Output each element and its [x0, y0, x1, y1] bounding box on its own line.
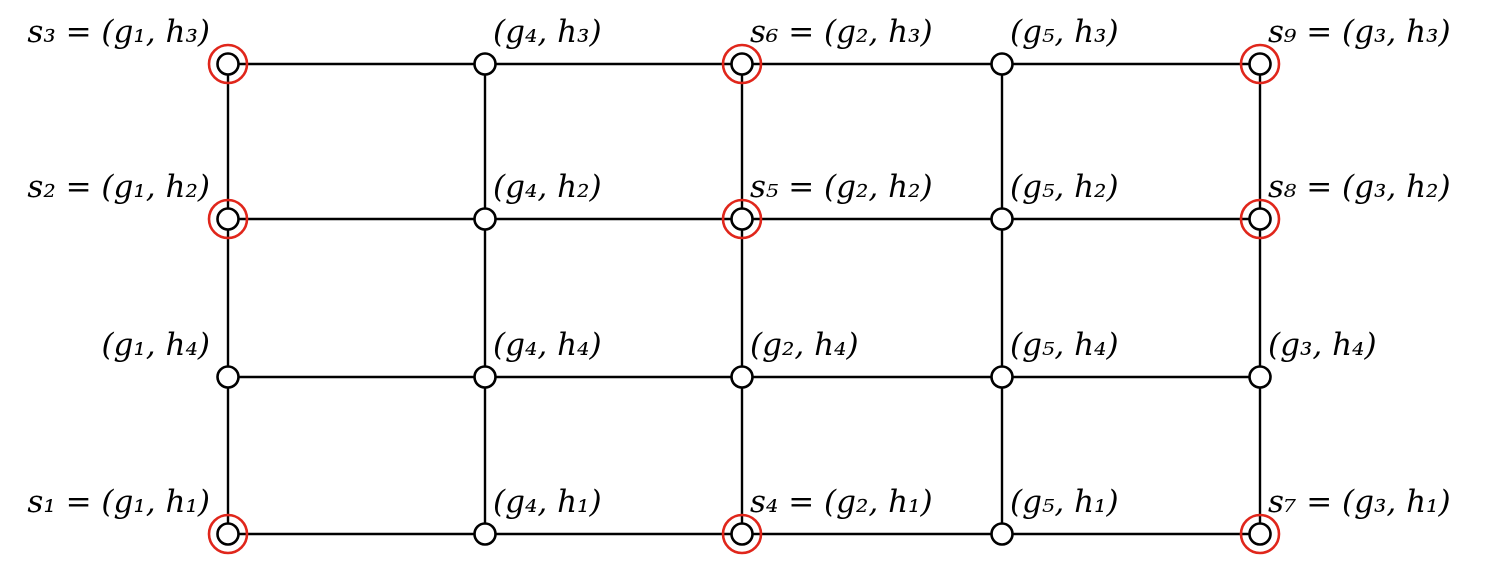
node-g3-h1 [1248, 522, 1272, 546]
node-g2-h3 [730, 52, 754, 76]
node-g1-h4 [216, 365, 240, 389]
node-label-g5-h4: (g₅, h₄) [1010, 327, 1119, 363]
node-label-g3-h4: (g₃, h₄) [1268, 327, 1377, 363]
node-label-g4-h3: (g₄, h₃) [493, 14, 602, 50]
node-label-g1-h4: (g₁, h₄) [101, 327, 210, 363]
node-g5-h1 [990, 522, 1014, 546]
node-label-g4-h1: (g₄, h₁) [493, 484, 602, 520]
node-g5-h3 [990, 52, 1014, 76]
node-g4-h4 [473, 365, 497, 389]
graph-edges [226, 62, 1262, 536]
node-label-g2-h1: s₄ = (g₂, h₁) [750, 484, 933, 520]
node-label-g3-h1: s₇ = (g₃, h₁) [1268, 484, 1451, 520]
highlight-ring-g3-h2 [1239, 198, 1281, 240]
highlight-rings [207, 43, 1281, 555]
node-g3-h2 [1248, 207, 1272, 231]
highlight-ring-g2-h1 [721, 513, 763, 555]
highlight-ring-g1-h1 [207, 513, 249, 555]
node-g2-h4 [730, 365, 754, 389]
highlight-ring-g1-h3 [207, 43, 249, 85]
node-label-g5-h2: (g₅, h₂) [1010, 169, 1119, 205]
node-label-g1-h2: s₂ = (g₁, h₂) [27, 169, 210, 205]
highlight-ring-g3-h1 [1239, 513, 1281, 555]
highlight-ring-g1-h2 [207, 198, 249, 240]
node-label-g3-h3: s₉ = (g₃, h₃) [1268, 14, 1451, 50]
highlight-ring-g2-h2 [721, 198, 763, 240]
node-g2-h2 [730, 207, 754, 231]
node-g1-h3 [216, 52, 240, 76]
node-g3-h4 [1248, 365, 1272, 389]
node-label-g5-h3: (g₅, h₃) [1010, 14, 1119, 50]
node-g4-h1 [473, 522, 497, 546]
node-label-g2-h2: s₅ = (g₂, h₂) [750, 169, 933, 205]
node-label-g2-h4: (g₂, h₄) [750, 327, 859, 363]
node-labels: s₃ = (g₁, h₃) (g₄, h₃) s₆ = (g₂, h₃) (g₅, h… [27, 14, 1450, 520]
node-g4-h3 [473, 52, 497, 76]
highlight-ring-g3-h3 [1239, 43, 1281, 85]
node-label-g2-h3: s₆ = (g₂, h₃) [750, 14, 933, 50]
node-label-g4-h2: (g₄, h₂) [493, 169, 602, 205]
node-label-g3-h2: s₈ = (g₃, h₂) [1268, 169, 1451, 205]
node-g3-h3 [1248, 52, 1272, 76]
node-g1-h1 [216, 522, 240, 546]
node-label-g1-h3: s₃ = (g₁, h₃) [27, 14, 210, 50]
node-g5-h4 [990, 365, 1014, 389]
node-g5-h2 [990, 207, 1014, 231]
node-g4-h2 [473, 207, 497, 231]
node-label-g1-h1: s₁ = (g₁, h₁) [27, 484, 210, 520]
highlight-ring-g2-h3 [721, 43, 763, 85]
node-g1-h2 [216, 207, 240, 231]
node-label-g4-h4: (g₄, h₄) [493, 327, 602, 363]
graph-nodes [216, 52, 1272, 546]
node-label-g5-h1: (g₅, h₁) [1010, 484, 1119, 520]
node-g2-h1 [730, 522, 754, 546]
